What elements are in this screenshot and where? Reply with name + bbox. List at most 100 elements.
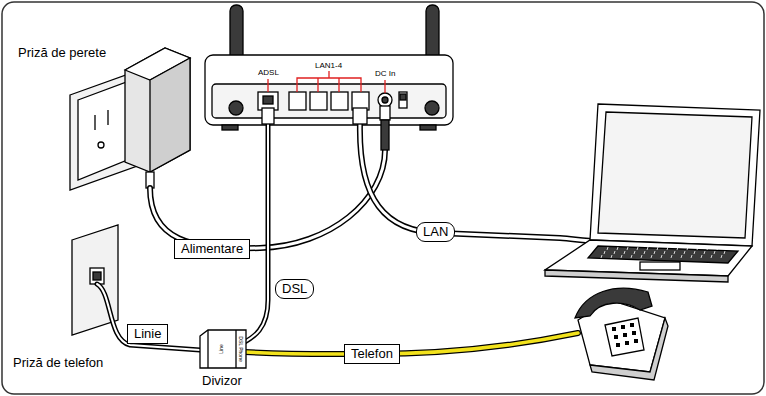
- keyboard-keys: [677, 247, 678, 250]
- keyboard-keys: [637, 247, 638, 250]
- router: [222, 125, 238, 130]
- splitter: [207, 330, 208, 368]
- cable-plug: [262, 106, 390, 150]
- keypad: [621, 325, 625, 329]
- keypad: [634, 339, 638, 343]
- cable-name: Linie: [134, 326, 161, 342]
- power-adapter: [125, 48, 190, 188]
- wall-socket: [98, 142, 104, 148]
- keyboard-keys: [687, 247, 688, 250]
- cable-label: Alimentare: [174, 239, 250, 259]
- keyboard-keys: [661, 255, 662, 258]
- router: [229, 101, 243, 115]
- leader-line: [297, 78, 361, 92]
- keyboard-keys: [667, 247, 668, 250]
- cable: [97, 284, 200, 350]
- keypad: [632, 331, 636, 335]
- place-label: Priză de perete: [18, 45, 106, 60]
- keyboard-keys: [671, 255, 672, 258]
- router: [331, 92, 348, 110]
- laptop: [640, 262, 680, 270]
- leader-line: [328, 71, 329, 78]
- keyboard-keys: [684, 251, 685, 254]
- laptop: [588, 246, 738, 263]
- keyboard-keys: [681, 255, 682, 258]
- keyboard-keys: [721, 255, 722, 258]
- keypad: [623, 333, 627, 337]
- keyboard-keys: [701, 255, 702, 258]
- cable-label: DSL: [275, 279, 314, 299]
- keyboard-keys: [714, 251, 715, 254]
- cable-label: Telefon: [344, 344, 400, 364]
- leader-line: [384, 80, 385, 93]
- cable-plug: [353, 108, 367, 124]
- cable-label: Linie: [127, 324, 168, 344]
- keyboard-keys: [647, 247, 648, 250]
- keyboard-keys: [601, 247, 728, 258]
- router: [258, 92, 278, 110]
- keyboard-keys: [697, 247, 698, 250]
- cable-plug: [380, 106, 390, 120]
- port-label: ADSL: [258, 68, 279, 77]
- cable: [243, 122, 268, 343]
- router: [205, 55, 453, 125]
- keyboard-keys: [631, 255, 632, 258]
- leader-line: [317, 78, 318, 92]
- cable: [243, 122, 268, 343]
- splitter: [200, 330, 246, 368]
- splitter-port-label: DSL Phone: [238, 336, 244, 361]
- leader-line: [267, 79, 268, 92]
- cable-name: Alimentare: [181, 241, 243, 257]
- keypad: [630, 323, 634, 327]
- router: [310, 92, 327, 110]
- cable-name: Telefon: [351, 346, 393, 362]
- router: [378, 93, 392, 107]
- keyboard-keys: [644, 251, 645, 254]
- power-adapter: [150, 58, 190, 172]
- cable-label: LAN: [416, 222, 455, 242]
- keyboard-keys: [704, 251, 705, 254]
- keypad: [625, 341, 629, 345]
- telephone: [605, 318, 644, 356]
- keyboard-keys: [674, 251, 675, 254]
- keypad: [612, 323, 638, 347]
- laptop: [590, 104, 760, 246]
- keyboard-keys: [657, 247, 658, 250]
- router: [425, 101, 439, 115]
- keyboard-keys: [711, 255, 712, 258]
- keyboard-keys: [664, 251, 665, 254]
- cable-plug: [381, 120, 389, 150]
- keyboard-keys: [604, 251, 605, 254]
- power-adapter: [125, 48, 190, 172]
- telephone: [575, 288, 668, 380]
- router: [289, 92, 306, 110]
- laptop: [545, 270, 728, 282]
- port-label: LAN1-4: [315, 61, 342, 70]
- cable: [97, 284, 200, 350]
- router: [399, 92, 407, 108]
- port-label: DC In: [375, 69, 395, 78]
- leader-line: [338, 78, 339, 92]
- router: [400, 94, 406, 100]
- splitter: [235, 330, 236, 368]
- router: [420, 125, 436, 130]
- cable: [360, 122, 600, 241]
- wall-socket: [107, 110, 108, 125]
- keyboard-keys: [724, 251, 725, 254]
- place-label: Priză de telefon: [13, 355, 103, 370]
- keyboard-keys: [611, 255, 612, 258]
- router: [263, 96, 273, 104]
- laptop: [545, 104, 760, 282]
- wall-socket: [78, 80, 132, 180]
- keyboard-keys: [707, 247, 708, 250]
- wall-socket: [94, 115, 95, 130]
- device-label: Divizor: [202, 373, 242, 388]
- keyboard-keys: [634, 251, 635, 254]
- phone-jack: [93, 272, 101, 280]
- cable: [97, 122, 600, 354]
- cable: [245, 333, 578, 354]
- keyboard-keys: [627, 247, 628, 250]
- keyboard-keys: [694, 251, 695, 254]
